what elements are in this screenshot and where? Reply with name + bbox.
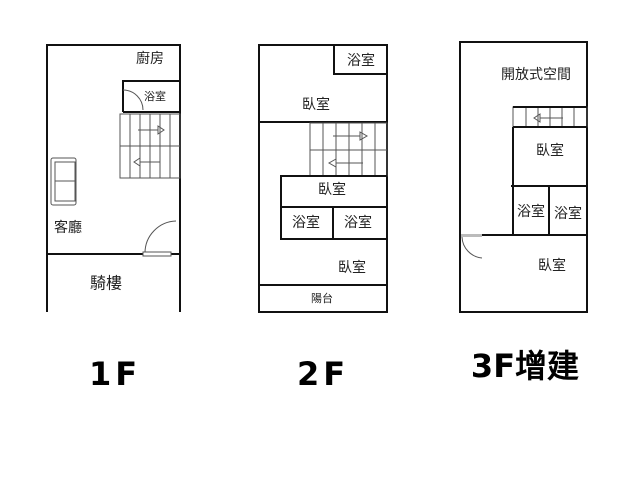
door-arc xyxy=(144,220,177,254)
floor-title-1f: 1F xyxy=(89,355,141,393)
staircase xyxy=(119,113,181,179)
floor-plan-1f: 廚房 浴室 客廳 騎樓 1F xyxy=(46,44,181,393)
arrow-left-icon xyxy=(533,113,563,123)
arrow-right-icon xyxy=(333,131,369,141)
room-label-bed-top: 臥室 xyxy=(302,96,330,113)
arrow-left-icon xyxy=(327,158,363,168)
door-sill xyxy=(142,251,172,257)
room-label-arcade: 騎樓 xyxy=(90,274,122,293)
room-label-bed-bottom: 臥室 xyxy=(338,259,366,276)
room-label-bath-top: 浴室 xyxy=(347,52,375,69)
room-walls xyxy=(460,126,587,236)
floor-plan-3f: 開放式空間 臥室 浴室 浴室 臥室 3F增建 xyxy=(459,41,588,385)
floor-plan-2f: 浴室 臥室 臥室 浴室 浴室 臥室 陽台 2F xyxy=(258,44,388,393)
outer-walls xyxy=(258,44,388,313)
room-label-bed-bottom: 臥室 xyxy=(538,257,566,274)
sofa xyxy=(50,157,77,206)
room-label-bed-mid: 臥室 xyxy=(536,142,564,159)
room-label-bed-mid: 臥室 xyxy=(318,181,346,198)
room-label-open-space: 開放式空間 xyxy=(501,67,571,83)
staircase xyxy=(512,106,588,128)
room-walls xyxy=(280,175,387,240)
bathroom-walls xyxy=(333,45,387,75)
door-arc xyxy=(122,89,144,111)
room-label-bath: 浴室 xyxy=(144,89,166,103)
floor-title-3f: 3F增建 xyxy=(471,347,579,385)
staircase xyxy=(309,122,388,177)
room-label-living: 客廳 xyxy=(54,219,82,236)
room-label-bath-right: 浴室 xyxy=(554,205,582,222)
arrow-right-icon xyxy=(138,125,165,135)
room-label-balcony: 陽台 xyxy=(311,291,333,305)
door-sill xyxy=(461,234,482,237)
room-label-bath-left: 浴室 xyxy=(292,214,320,231)
room-label-bath-left: 浴室 xyxy=(517,203,545,220)
bathroom-walls xyxy=(122,80,180,113)
room-label-bath-right: 浴室 xyxy=(344,214,372,231)
door-arc xyxy=(461,236,483,259)
room-label-kitchen: 廚房 xyxy=(136,50,164,67)
outer-walls xyxy=(459,41,588,313)
floor-title-2f: 2F xyxy=(297,355,349,393)
arrow-left-icon xyxy=(133,157,160,167)
